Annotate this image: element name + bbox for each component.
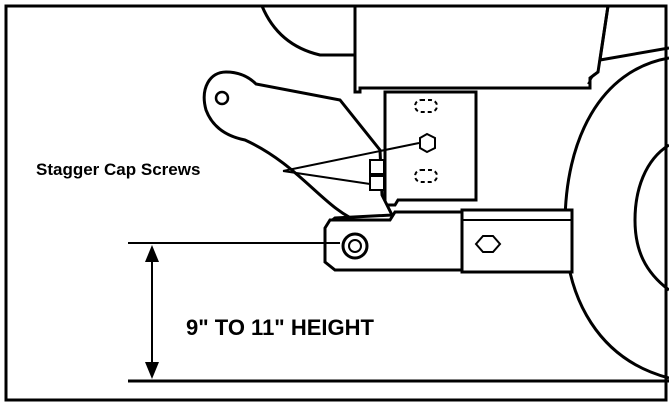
frame-hex-bolt (474, 235, 502, 253)
tire-inner (633, 143, 669, 292)
dim-arrow-up (145, 245, 159, 262)
dim-arrow-down (145, 362, 159, 379)
callout-leader-upper (282, 142, 420, 172)
upper-body-outline (260, 5, 357, 92)
callout-leader-lower (282, 170, 371, 185)
arm-pivot-hole (214, 90, 230, 106)
dimension-label: 9" TO 11" HEIGHT (186, 315, 375, 340)
cap-screw-head-lower (369, 175, 385, 191)
hitch-pin-inner (348, 239, 362, 253)
hood-right (598, 5, 669, 62)
engine-shadow (587, 73, 595, 85)
cap-screw-head-upper (369, 159, 385, 175)
engine-block (353, 5, 610, 94)
diagram-border (4, 4, 668, 402)
plate-hex-bolt (419, 132, 436, 154)
tire-outer (563, 56, 669, 380)
callout-label: Stagger Cap Screws (36, 160, 200, 179)
hitch-arm (202, 70, 395, 226)
